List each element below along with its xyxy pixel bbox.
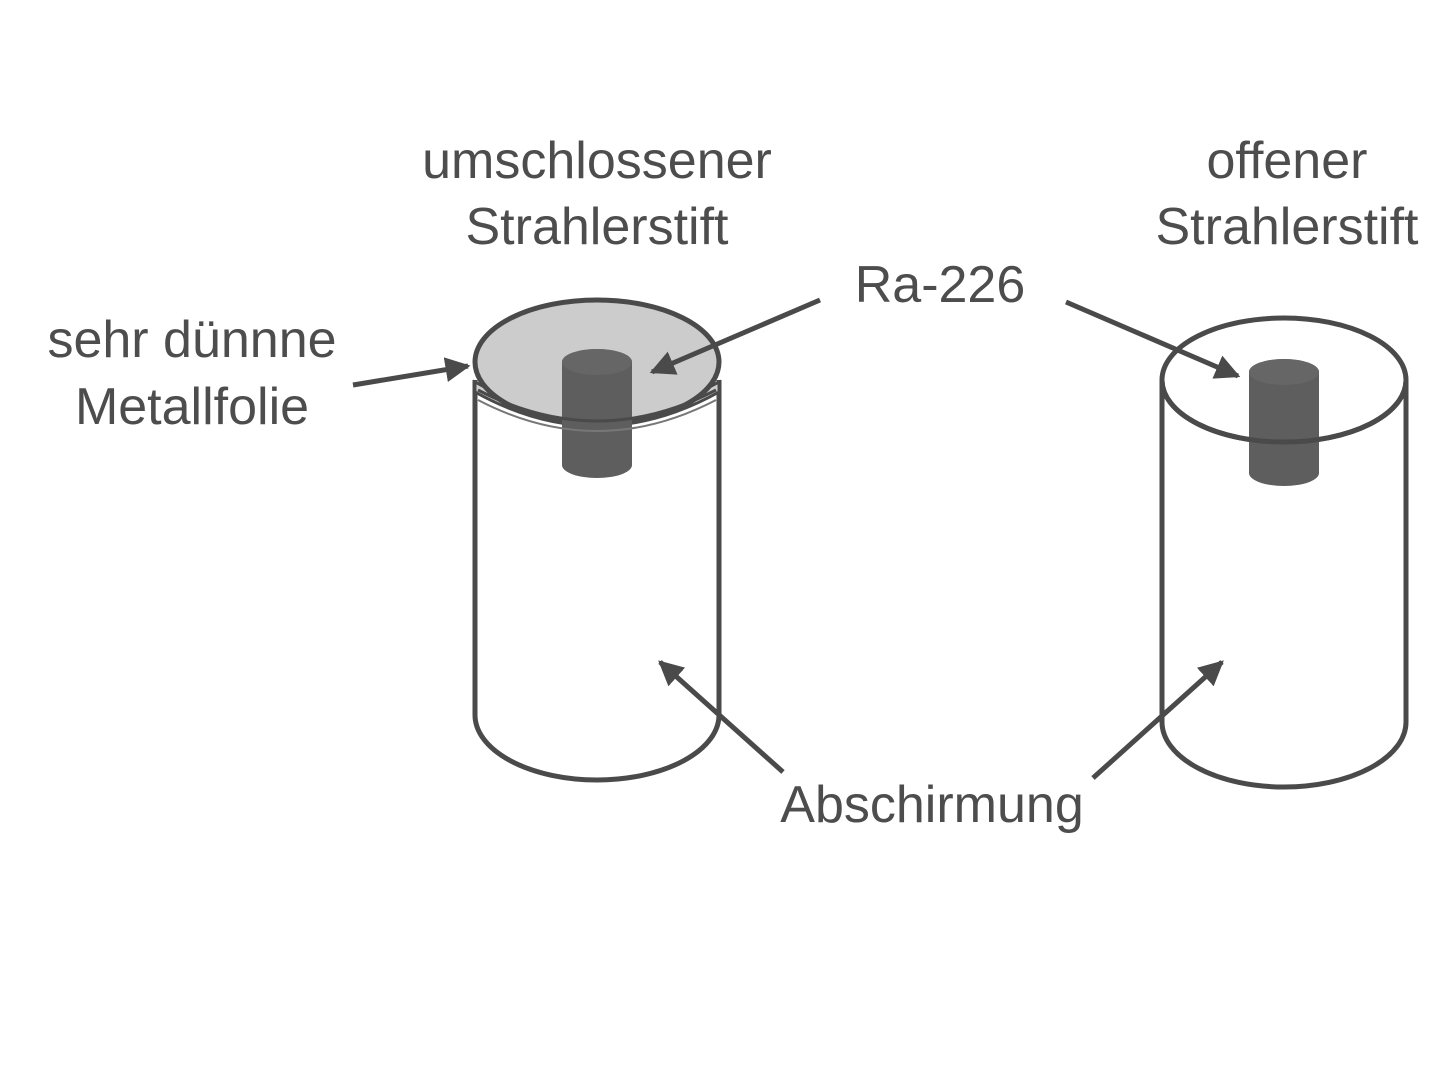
closed-foil-edge-over-pin: [477, 388, 717, 423]
source-label: Ra-226: [855, 256, 1026, 314]
closed-shield-body: [472, 380, 722, 783]
open-title-line1: offener: [1207, 132, 1368, 190]
open-shield-front-rim: [1159, 379, 1409, 445]
foil-label-line1: sehr dünnne: [47, 311, 336, 369]
arrow-shield-closed: [658, 660, 785, 774]
closed-title-line1: umschlossener: [422, 132, 772, 190]
closed-title-line2: Strahlerstift: [466, 198, 730, 256]
arrow-shield-open: [1091, 660, 1224, 780]
labels: umschlossener Strahlerstift offener Stra…: [47, 132, 1419, 834]
open-source-cylinder: [1159, 315, 1409, 790]
arrow-ra-open: [1065, 299, 1241, 379]
closed-ra-pin: [562, 349, 632, 478]
arrow-ra-closed: [649, 297, 821, 375]
arrows: [352, 297, 1241, 780]
closed-source-cylinder: [472, 297, 722, 783]
open-title-line2: Strahlerstift: [1156, 198, 1420, 256]
foil-label-line2: Metallfolie: [75, 378, 309, 436]
closed-ra-pin-top: [562, 349, 632, 375]
open-ra-pin-top: [1249, 359, 1319, 385]
arrow-foil: [352, 357, 471, 388]
open-ra-pin: [1249, 359, 1319, 486]
shielding-label: Abschirmung: [780, 776, 1083, 834]
